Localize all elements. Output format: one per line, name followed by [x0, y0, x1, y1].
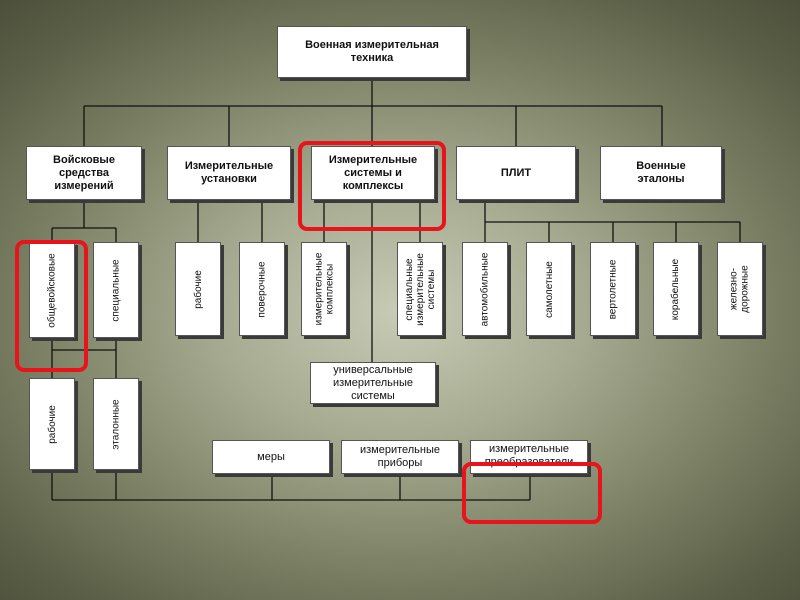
node-rabochie-2-label: рабочие: [46, 404, 58, 444]
node-avtomobilnye-label: автомобильные: [479, 252, 491, 326]
node-zheleznodorozhnye-label: железно- дорожные: [729, 265, 751, 313]
node-spetsialnye: специальные: [93, 242, 139, 338]
root-node: Военная измерительная техника: [277, 26, 467, 78]
node-voiskovye: Войсковые средства измерений: [26, 146, 142, 200]
node-etalonnye-label: эталонные: [110, 398, 122, 450]
node-rabochie-1: рабочие: [175, 242, 221, 336]
node-spets-izm-sistemy-label: специальные измерительные системы: [403, 252, 437, 326]
node-ustanovki-label: Измерительные установки: [184, 160, 274, 185]
root-label: Военная измерительная техника: [305, 39, 439, 64]
node-universal: универсальные измерительные системы: [310, 362, 436, 404]
node-universal-label: универсальные измерительные системы: [332, 363, 414, 402]
node-pribory: измерительные приборы: [341, 440, 459, 474]
node-spets-izm-sistemy: специальные измерительные системы: [397, 242, 443, 336]
node-zheleznodorozhnye: железно- дорожные: [717, 242, 763, 336]
node-obshchevoiskovye: общевойсковые: [29, 242, 75, 338]
node-sistemy-label: Измерительные системы и комплексы: [328, 153, 418, 192]
node-vertoletnye-label: вертолетные: [607, 259, 619, 319]
node-avtomobilnye: автомобильные: [462, 242, 508, 336]
node-etalony-label: Военные эталоны: [636, 160, 686, 185]
node-rabochie-1-label: рабочие: [192, 269, 204, 309]
node-izm-kompleksy: измерительные комплексы: [301, 242, 347, 336]
node-samoletnye: самолетные: [526, 242, 572, 336]
node-plit-label: ПЛИТ: [500, 166, 532, 179]
node-ustanovki: Измерительные установки: [167, 146, 291, 200]
node-obshchevoiskovye-label: общевойсковые: [46, 252, 58, 328]
node-etalonnye: эталонные: [93, 378, 139, 470]
node-preobrazovateli: измерительные преобразователи: [470, 440, 588, 474]
node-preobrazovateli-label: измерительные преобразователи: [484, 443, 574, 468]
node-plit: ПЛИТ: [456, 146, 576, 200]
node-mery: меры: [212, 440, 330, 474]
node-spetsialnye-label: специальные: [110, 258, 122, 322]
node-vertoletnye: вертолетные: [590, 242, 636, 336]
node-mery-label: меры: [257, 450, 285, 463]
node-poverochnye: поверочные: [239, 242, 285, 336]
node-samoletnye-label: самолетные: [543, 260, 555, 318]
node-sistemy: Измерительные системы и комплексы: [311, 146, 435, 200]
node-izm-kompleksy-label: измерительные комплексы: [313, 252, 335, 326]
node-pribory-label: измерительные приборы: [359, 444, 441, 469]
node-etalony: Военные эталоны: [600, 146, 722, 200]
node-rabochie-2: рабочие: [29, 378, 75, 470]
node-poverochnye-label: поверочные: [256, 260, 268, 318]
node-korabelnye: корабельные: [653, 242, 699, 336]
node-voiskovye-label: Войсковые средства измерений: [53, 153, 115, 192]
node-korabelnye-label: корабельные: [670, 258, 682, 320]
